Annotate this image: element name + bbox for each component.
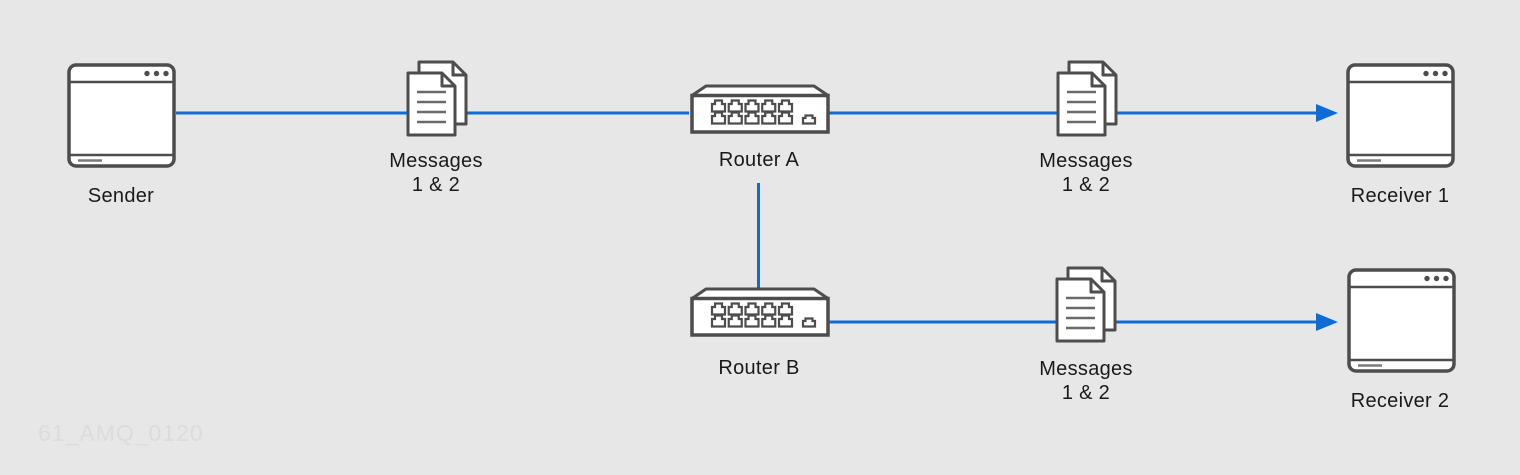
- receiver-1-label: Receiver 1: [1350, 185, 1450, 207]
- receiver-2-label: Receiver 2: [1350, 390, 1450, 412]
- router-b-label: Router B: [718, 357, 800, 379]
- messages-bottom-label-line1: Messages: [1039, 358, 1133, 380]
- router-a-label: Router A: [718, 149, 800, 171]
- messages-top-label-line1: Messages: [389, 150, 483, 172]
- messages-top-label: Messages 1 & 2: [389, 149, 483, 197]
- documents-icon: [1055, 266, 1117, 343]
- browser-window-icon: [67, 63, 176, 168]
- router-a-node: [690, 84, 830, 134]
- messages-right-label: Messages 1 & 2: [1039, 149, 1133, 197]
- router-b-node: [690, 287, 830, 337]
- messages-right-label-line2: 1 & 2: [1061, 174, 1111, 196]
- messages-right-node: [1056, 60, 1118, 137]
- messages-bottom-label: Messages 1 & 2: [1039, 357, 1133, 405]
- watermark: 61_AMQ_0120: [38, 420, 204, 446]
- messages-right-label-line1: Messages: [1039, 150, 1133, 172]
- messages-bottom-label-line2: 1 & 2: [1061, 382, 1111, 404]
- arrow-right-icon: [1316, 313, 1338, 331]
- router-switch-icon: [690, 287, 830, 337]
- arrow-right-icon: [1316, 104, 1338, 122]
- sender-node: [67, 63, 176, 168]
- receiver-1-node: [1346, 63, 1455, 168]
- browser-window-icon: [1346, 63, 1455, 168]
- messages-top-label-line2: 1 & 2: [411, 174, 461, 196]
- browser-window-icon: [1347, 268, 1456, 373]
- documents-icon: [406, 60, 468, 137]
- router-switch-icon: [690, 84, 830, 134]
- sender-label: Sender: [87, 185, 155, 207]
- documents-icon: [1056, 60, 1118, 137]
- receiver-2-node: [1347, 268, 1456, 373]
- messages-bottom-node: [1055, 266, 1117, 343]
- messages-top-node: [406, 60, 468, 137]
